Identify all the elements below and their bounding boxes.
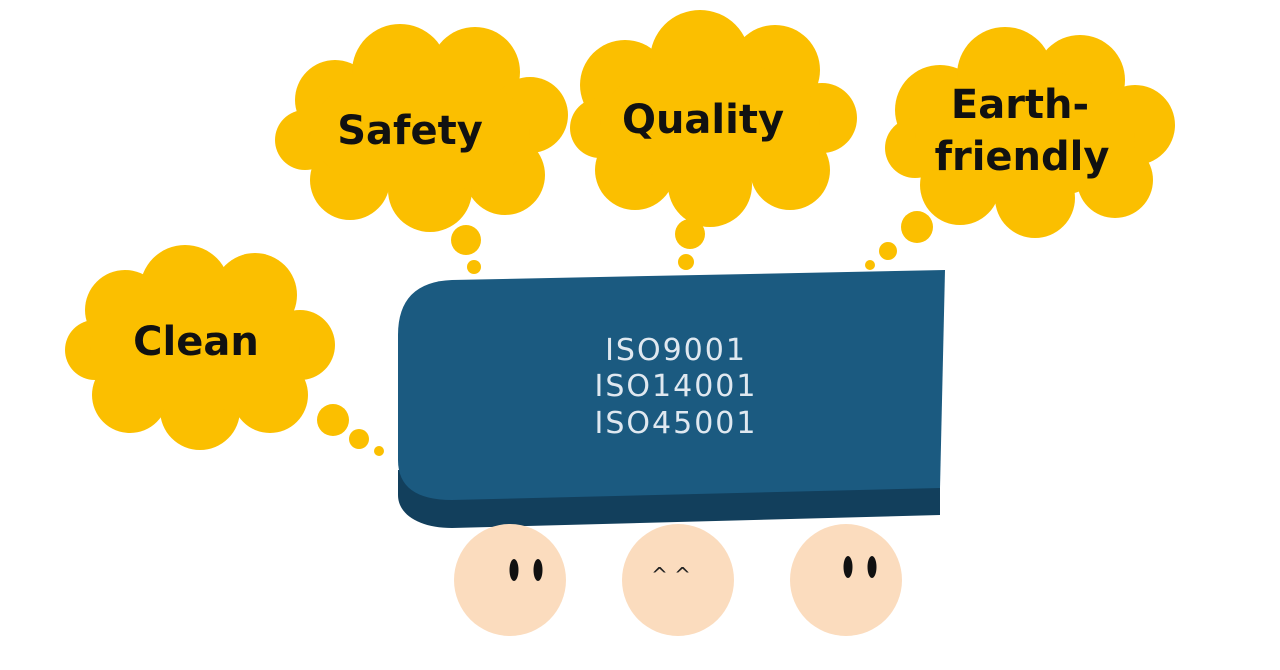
face-right-eye-left (843, 556, 853, 578)
thought-bubbles-earth-friendly (865, 211, 933, 270)
thought-bubbles-clean (317, 404, 384, 456)
thought-bubbles-quality (675, 219, 705, 270)
cloud-clean: Clean (65, 245, 335, 450)
iso-board: ISO9001 ISO14001 ISO45001 (398, 270, 945, 528)
cloud-label-safety: Safety (337, 108, 483, 154)
face-right (790, 524, 902, 636)
face-left-eye-left (509, 559, 519, 581)
iso-label-14001: ISO14001 (595, 369, 758, 404)
face-left (454, 524, 566, 636)
cloud-earth-friendly: Earth- friendly (885, 27, 1175, 238)
iso-label-9001: ISO9001 (605, 333, 747, 368)
cloud-label-quality: Quality (622, 97, 784, 143)
cloud-label-clean: Clean (133, 319, 259, 365)
face-right-eye-right (867, 556, 877, 578)
cloud-label-earth-line1: Earth- (951, 82, 1089, 128)
cloud-safety: Safety (275, 24, 568, 232)
thought-bubbles-safety (451, 225, 481, 274)
cloud-label-earth-line2: friendly (935, 134, 1110, 180)
iso-label-45001: ISO45001 (595, 406, 758, 441)
face-middle: ^ ^ (622, 524, 734, 636)
face-middle-eyes: ^ ^ (651, 563, 691, 587)
cloud-quality: Quality (570, 10, 857, 227)
face-left-eye-right (533, 559, 543, 581)
iso-board-top (398, 270, 945, 500)
